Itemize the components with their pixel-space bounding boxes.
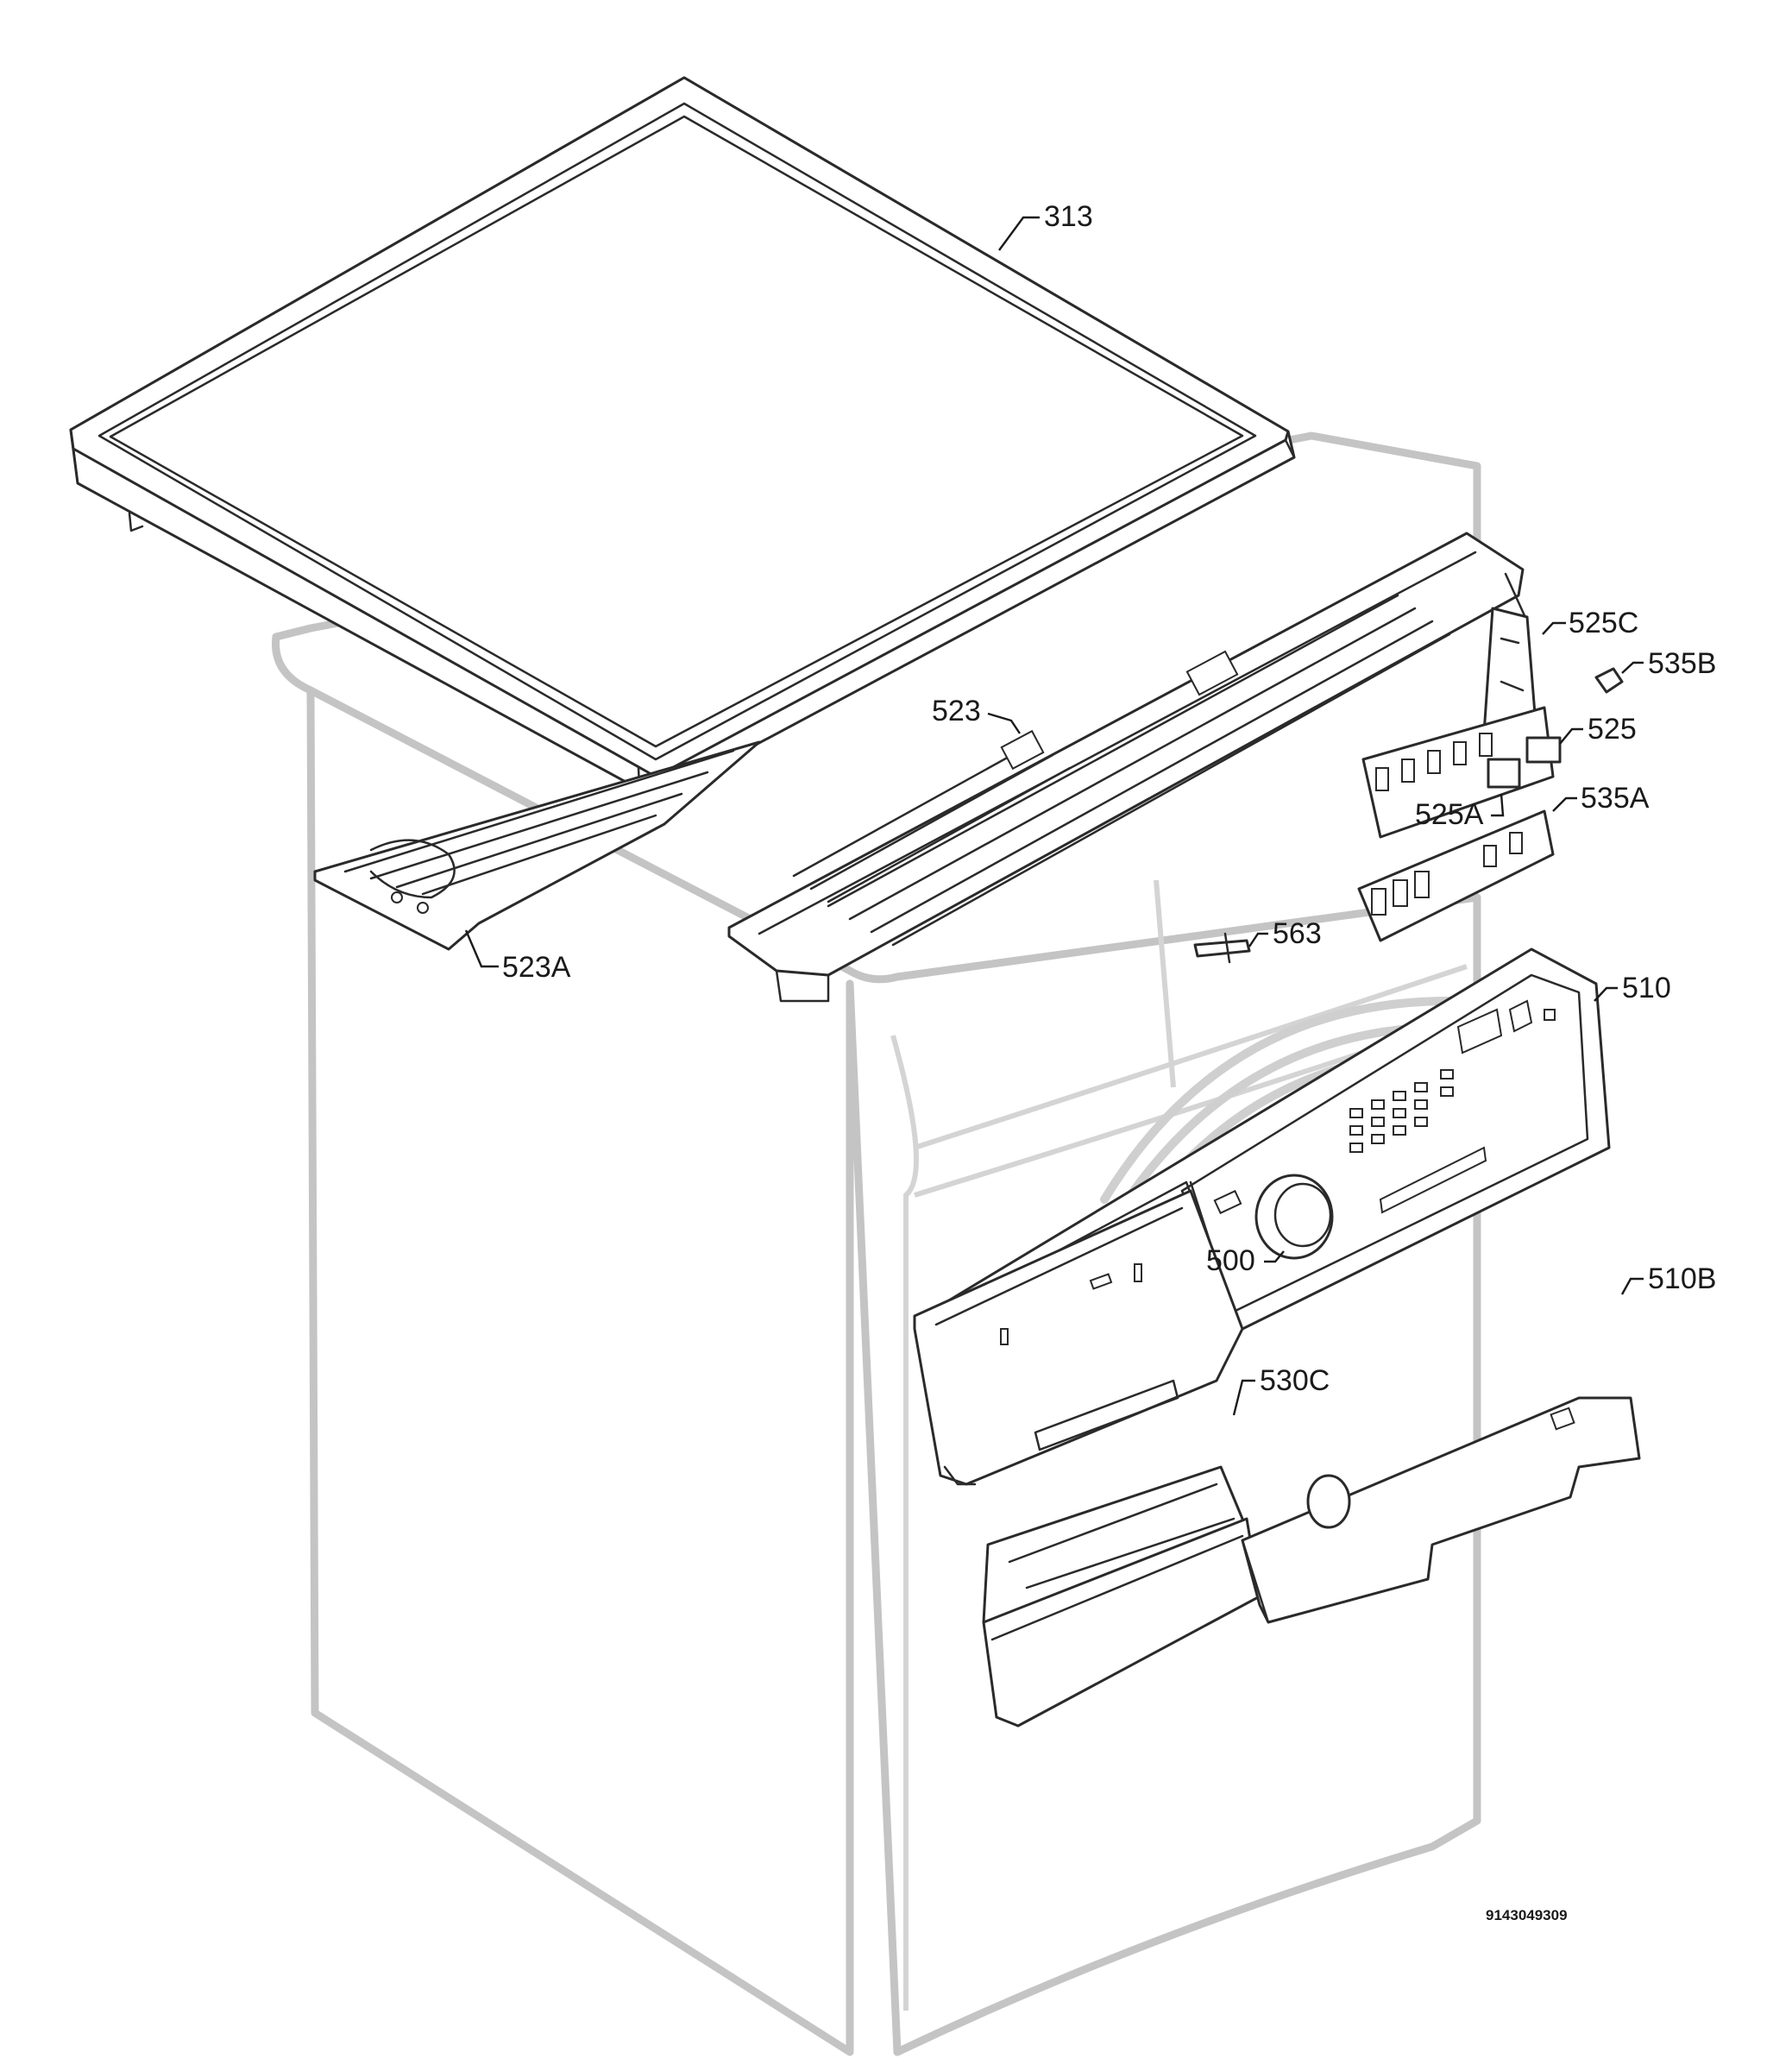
callout-500: 500 bbox=[1206, 1244, 1255, 1277]
leader-510B bbox=[1620, 1277, 1644, 1295]
callout-535A: 535A bbox=[1581, 782, 1650, 815]
part-535A-switch bbox=[1357, 809, 1555, 942]
callout-525: 525 bbox=[1588, 713, 1637, 746]
document-number: 9143049309 bbox=[1486, 1907, 1568, 1923]
leader-530C bbox=[1232, 1379, 1255, 1416]
part-525-board bbox=[1361, 706, 1562, 839]
leader-535B bbox=[1621, 661, 1644, 674]
callout-525A: 525A bbox=[1415, 798, 1484, 831]
washer-cabinet bbox=[272, 431, 1481, 2056]
part-510B-decor-strip bbox=[1241, 1396, 1641, 1624]
callout-535B: 535B bbox=[1648, 647, 1716, 680]
part-313-worktop bbox=[69, 76, 1296, 804]
leader-500 bbox=[1264, 1250, 1285, 1263]
leader-535A bbox=[1552, 796, 1577, 812]
callout-523A: 523A bbox=[502, 951, 571, 984]
part-563-pin bbox=[1193, 932, 1251, 964]
callout-labels: 313 523 523A 525C 535B 525 525A 535A 563… bbox=[502, 200, 1716, 1923]
callout-510: 510 bbox=[1622, 972, 1671, 1004]
callout-525C: 525C bbox=[1569, 607, 1638, 639]
callout-530C: 530C bbox=[1260, 1364, 1330, 1397]
callout-313: 313 bbox=[1044, 200, 1093, 233]
leader-510 bbox=[1594, 986, 1618, 1002]
leader-523 bbox=[987, 712, 1021, 734]
part-530C-drawer bbox=[913, 1189, 1261, 1728]
leader-525A bbox=[1491, 793, 1505, 817]
part-535B-clip bbox=[1594, 667, 1624, 694]
callout-563: 563 bbox=[1273, 917, 1322, 950]
leader-563 bbox=[1248, 932, 1268, 947]
leader-525 bbox=[1559, 727, 1583, 745]
leader-313 bbox=[998, 216, 1040, 251]
part-523A-left-rail bbox=[313, 740, 761, 951]
leader-lines bbox=[464, 216, 1644, 1416]
leader-523A bbox=[464, 929, 499, 968]
callout-510B: 510B bbox=[1648, 1262, 1716, 1295]
leader-525C bbox=[1542, 621, 1566, 635]
part-523-right-rail bbox=[727, 532, 1529, 1003]
callout-523: 523 bbox=[932, 695, 981, 727]
